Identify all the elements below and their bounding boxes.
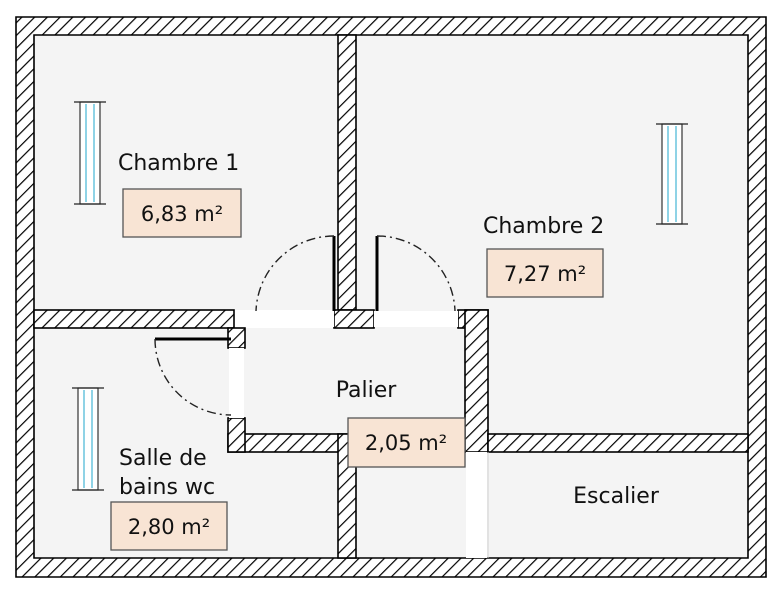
door-opening-chambre-1 <box>256 311 334 327</box>
room-label-salle-de-bains-line-1: Salle de <box>119 446 207 471</box>
area-value-palier: 2,05 m² <box>365 431 447 455</box>
area-value-chambre-1: 6,83 m² <box>141 202 223 226</box>
area-box-salle-de-bains <box>110 501 228 551</box>
wall-between-bedrooms <box>337 34 357 311</box>
wall-palier-left-low <box>227 417 246 453</box>
area-value-chambre-2: 7,27 m² <box>504 262 586 286</box>
door-salle-de-bains <box>154 337 232 416</box>
room-label-chambre-1: Chambre 1 <box>118 151 239 176</box>
door-chambre-1 <box>255 235 336 312</box>
window-chambre-1 <box>74 101 106 205</box>
area-box-chambre-2 <box>486 248 604 298</box>
area-box-chambre-1 <box>122 188 242 238</box>
room-label-palier: Palier <box>336 378 398 403</box>
wall-palier-right <box>464 309 489 453</box>
wall-left-top <box>33 309 235 329</box>
walls <box>15 16 767 578</box>
window-chambre-2 <box>656 123 688 225</box>
area-box-palier <box>347 417 466 468</box>
floors <box>34 35 748 558</box>
outer-wall <box>15 16 767 578</box>
room-label-escalier: Escalier <box>573 484 660 509</box>
opening-escalier <box>466 452 487 558</box>
door-opening-chambre-2 <box>374 311 458 327</box>
door-opening-salle-de-bains <box>229 348 244 418</box>
window-salle-de-bains <box>72 387 104 491</box>
door-chambre-2 <box>375 235 456 312</box>
area-value-salle-de-bains: 2,80 m² <box>128 515 210 539</box>
room-label-chambre-2: Chambre 2 <box>483 214 604 239</box>
floor-escalier <box>356 452 748 558</box>
room-label-salle-de-bains-line-2: bains wc <box>119 475 215 500</box>
wall-stair-top <box>487 433 749 453</box>
wall-mid-top <box>333 309 375 329</box>
wall-palier-bottom <box>227 433 351 453</box>
